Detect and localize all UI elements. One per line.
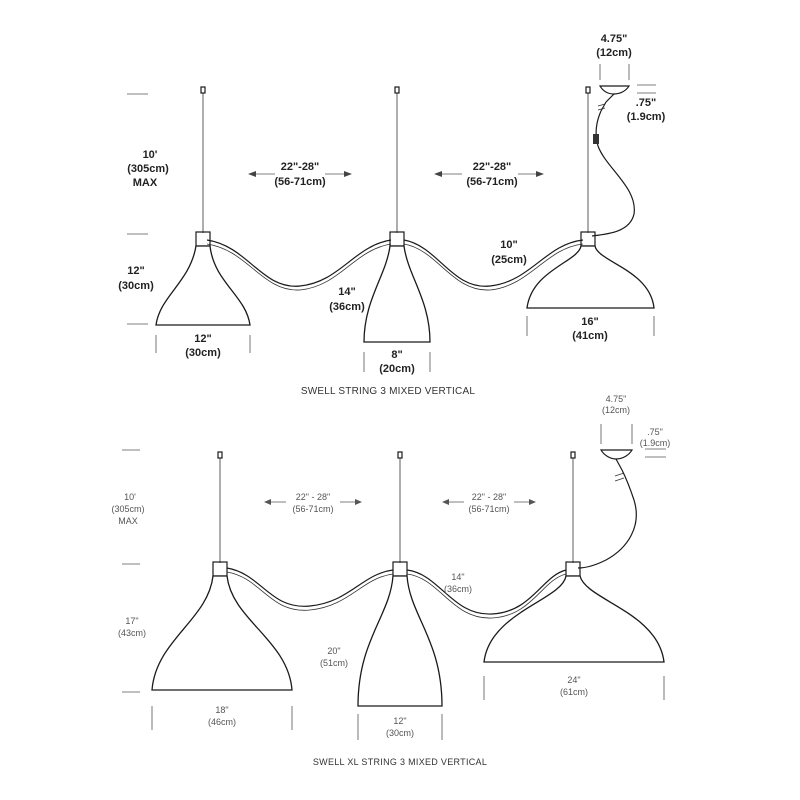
top-canopy: 4.75" (12cm) .75" (1.9cm): [596, 33, 665, 123]
top-shade2-width-label-2: (20cm): [379, 363, 415, 375]
top-shade3-width-label-2: (41cm): [572, 330, 608, 342]
bottom-height-label-1: 10': [124, 492, 136, 502]
top-spacing-right-label-2: (56-71cm): [466, 176, 518, 188]
top-anchor-2: [394, 86, 400, 94]
bottom-link-cord-1: [226, 567, 394, 607]
top-shade1-height-label-2: (30cm): [118, 280, 154, 292]
bottom-height-label-2: (305cm): [111, 504, 144, 514]
top-shade1-width-label-1: 12": [194, 333, 211, 345]
bottom-canopy-width-label-2: (12cm): [602, 405, 630, 415]
top-canopy-shape: [598, 85, 631, 95]
bottom-shade-3: 24" (61cm): [483, 561, 665, 700]
bottom-shade1-height-label-1: 17": [125, 616, 138, 626]
top-height-label-3: MAX: [133, 177, 158, 189]
bottom-shade3-width-label-1: 24": [567, 675, 580, 685]
top-link-cord-2: [403, 239, 584, 287]
bottom-canopy-width-label-1: 4.75": [606, 394, 627, 404]
top-diagram: 10' (305cm) MAX 22"-28" (56-71cm) 22"-28…: [118, 33, 665, 397]
top-spacing-left-label-1: 22"-28": [281, 161, 320, 173]
bottom-shade1-height-label-2: (43cm): [118, 628, 146, 638]
bottom-shade1-width-label-1: 18": [215, 705, 228, 715]
top-anchor-3: [585, 86, 591, 94]
top-anchor-1: [200, 86, 206, 94]
bottom-spacing-right-label-2: (56-71cm): [468, 504, 509, 514]
bottom-shade-1: 17" (43cm) 18" (46cm): [118, 561, 293, 730]
bottom-spacing-right: 22" - 28" (56-71cm): [442, 492, 536, 514]
top-shade2-height-label-1: 14": [338, 286, 355, 298]
bottom-shade-2: 20" (51cm) 12" (30cm): [320, 561, 443, 740]
top-canopy-width-label-2: (12cm): [596, 47, 632, 59]
bottom-cord-drop-label-1: 14": [451, 572, 464, 582]
bottom-canopy: 4.75" (12cm) .75" (1.9cm): [599, 394, 671, 482]
top-shade2-height-label-2: (36cm): [329, 301, 365, 313]
top-power-cord: [591, 110, 635, 237]
top-spacing-left: 22"-28" (56-71cm): [248, 161, 352, 188]
top-link-cord-1: [206, 239, 392, 287]
top-shade-2: 14" (36cm) 8" (20cm): [329, 231, 431, 375]
top-shade-3: 16" (41cm): [526, 231, 655, 342]
top-shade-1: 12" (30cm) 12" (30cm): [118, 231, 251, 359]
bottom-spacing-right-label-1: 22" - 28": [472, 492, 506, 502]
bottom-spacing-left-label-1: 22" - 28": [296, 492, 330, 502]
bottom-diagram: 10' (305cm) MAX 22" - 28" (56-71cm) 22" …: [111, 394, 670, 767]
top-canopy-width-label-1: 4.75": [601, 33, 628, 45]
bottom-link-cord-2: [406, 569, 567, 615]
bottom-canopy-depth-label-2: (1.9cm): [640, 438, 671, 448]
bottom-spacing-left: 22" - 28" (56-71cm): [264, 492, 362, 514]
top-shade1-height-label-1: 12": [127, 265, 144, 277]
top-cord-drop-label-1: 10": [500, 239, 517, 251]
bottom-caption: SWELL XL STRING 3 MIXED VERTICAL: [313, 757, 487, 767]
bottom-height-label-3: MAX: [118, 516, 138, 526]
bottom-spacing-left-label-2: (56-71cm): [292, 504, 333, 514]
bottom-shade1-width-label-2: (46cm): [208, 717, 236, 727]
top-height-label-2: (305cm): [127, 163, 169, 175]
top-spacing-right-label-1: 22"-28": [473, 161, 512, 173]
top-cord-drop-label-2: (25cm): [491, 254, 527, 266]
top-spacing-left-label-2: (56-71cm): [274, 176, 326, 188]
bottom-shade2-width-label-2: (30cm): [386, 728, 414, 738]
bottom-shade2-height-label-2: (51cm): [320, 658, 348, 668]
top-shade3-width-label-1: 16": [581, 316, 598, 328]
top-caption: SWELL STRING 3 MIXED VERTICAL: [301, 386, 475, 397]
bottom-cord-drop-label-2: (36cm): [444, 584, 472, 594]
top-height-label-1: 10': [143, 149, 158, 161]
bottom-power-cord: [577, 469, 637, 569]
top-canopy-depth-label-2: (1.9cm): [627, 111, 666, 123]
bottom-shade2-height-label-1: 20": [327, 646, 340, 656]
bottom-canopy-depth-label-1: .75": [647, 427, 663, 437]
bottom-shade2-width-label-1: 12": [393, 716, 406, 726]
top-spacing-right: 22"-28" (56-71cm): [434, 161, 544, 188]
top-cord-clip: [593, 134, 599, 144]
top-shade2-width-label-1: 8": [391, 349, 402, 361]
top-canopy-depth-label-1: .75": [636, 97, 657, 109]
bottom-shade3-width-label-2: (61cm): [560, 687, 588, 697]
top-shade1-width-label-2: (30cm): [185, 347, 221, 359]
bottom-canopy-shape: [599, 449, 634, 460]
